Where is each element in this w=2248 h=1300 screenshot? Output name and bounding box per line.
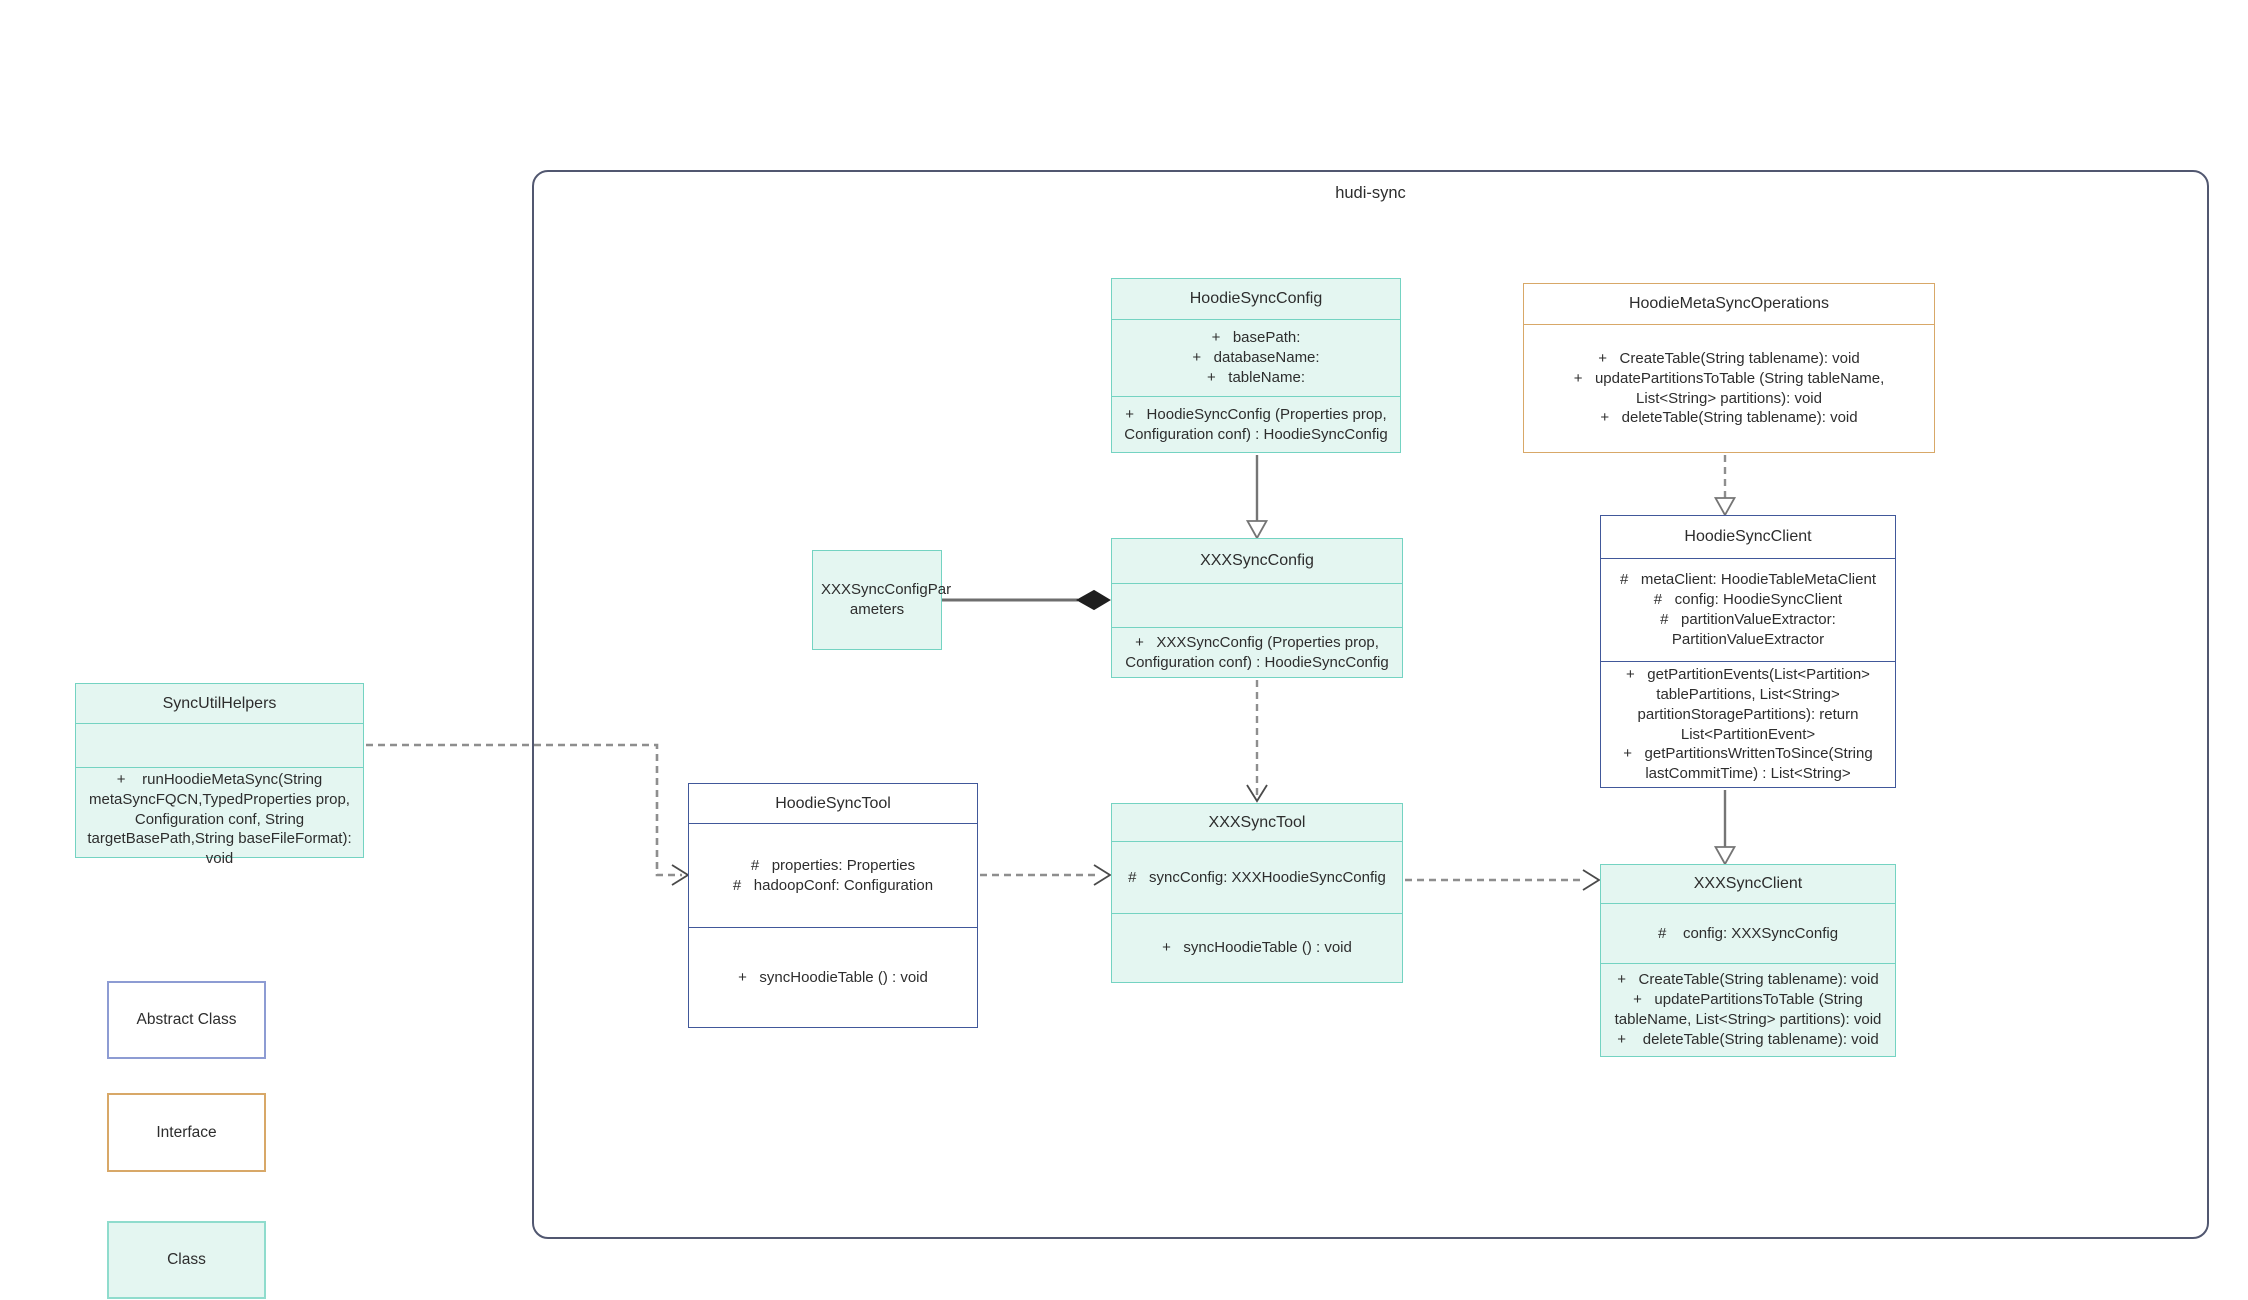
class-title: HoodieSyncClient: [1684, 528, 1812, 546]
interface-hoodie-meta-sync-operations: HoodieMetaSyncOperations + CreateTable(S…: [1523, 283, 1935, 453]
class-title: XXXSyncConfig: [1200, 552, 1314, 570]
class-xxx-sync-client: XXXSyncClient # config: XXXSyncConfig + …: [1600, 864, 1896, 1057]
uml-method: + getPartitionsWrittenToSince(String las…: [1623, 745, 1873, 783]
legend-label: Class: [167, 1251, 206, 1268]
uml-method: + deleteTable(String tablename): void: [1617, 1030, 1879, 1048]
uml-attribute: # hadoopConf: Configuration: [732, 876, 934, 894]
class-xxx-sync-config-parameters: XXXSyncConfigPar ameters: [812, 550, 952, 650]
legend-label: Interface: [156, 1123, 217, 1141]
methods-compartment: + XXXSyncConfig (Properties prop, Config…: [1112, 627, 1402, 677]
methods-compartment: + getPartitionEvents(List<Partition> tab…: [1601, 661, 1895, 787]
attributes-compartment: + basePath: + databaseName: + tableName:: [1112, 319, 1400, 396]
uml-attribute: # config: XXXSyncConfig: [1657, 924, 1839, 942]
attributes-compartment: # properties: Properties # hadoopConf: C…: [689, 823, 977, 927]
class-title: XXXSyncTool: [1208, 813, 1306, 831]
attributes-compartment: [76, 723, 363, 767]
class-title: XXXSyncConfigPar ameters: [813, 551, 952, 649]
methods-compartment: + HoodieSyncConfig (Properties prop, Con…: [1112, 396, 1400, 452]
class-hoodie-sync-config: HoodieSyncConfig + basePath: + databaseN…: [1111, 278, 1401, 453]
methods-compartment: + syncHoodieTable () : void: [1112, 913, 1402, 982]
legend-abstract-class: Abstract Class: [107, 981, 266, 1059]
class-hoodie-sync-client: HoodieSyncClient # metaClient: HoodieTab…: [1600, 515, 1896, 788]
uml-method: + deleteTable(String tablename): void: [1600, 409, 1858, 427]
attributes-compartment: # syncConfig: XXXHoodieSyncConfig: [1112, 841, 1402, 913]
uml-attribute: + tableName:: [1207, 368, 1305, 386]
class-xxx-sync-tool: XXXSyncTool # syncConfig: XXXHoodieSyncC…: [1111, 803, 1403, 983]
class-title: HoodieMetaSyncOperations: [1628, 295, 1830, 313]
uml-method: + syncHoodieTable () : void: [1162, 939, 1352, 957]
methods-compartment: + CreateTable(String tablename): void + …: [1524, 324, 1934, 452]
legend-label: Abstract Class: [136, 1011, 237, 1028]
class-xxx-sync-config: XXXSyncConfig + XXXSyncConfig (Propertie…: [1111, 538, 1403, 678]
uml-attribute: # properties: Properties: [750, 856, 916, 874]
class-title: HoodieSyncTool: [775, 794, 891, 812]
uml-attribute: + databaseName:: [1192, 349, 1320, 367]
uml-attribute: # syncConfig: XXXHoodieSyncConfig: [1128, 868, 1386, 886]
class-hoodie-sync-tool: HoodieSyncTool # properties: Properties …: [688, 783, 978, 1028]
container-label: hudi-sync: [1335, 184, 1406, 202]
uml-method: + XXXSyncConfig (Properties prop, Config…: [1125, 633, 1389, 671]
uml-method: + runHoodieMetaSync(String metaSyncFQCN,…: [87, 771, 352, 868]
uml-attribute: # partitionValueExtractor: PartitionValu…: [1660, 611, 1836, 648]
methods-compartment: + syncHoodieTable () : void: [689, 927, 977, 1027]
uml-attribute: + basePath:: [1211, 329, 1301, 347]
class-sync-util-helpers: SyncUtilHelpers + runHoodieMetaSync(Stri…: [75, 683, 364, 867]
uml-method: + CreateTable(String tablename): void: [1598, 349, 1860, 367]
class-title: SyncUtilHelpers: [162, 694, 277, 712]
methods-compartment: + CreateTable(String tablename): void + …: [1601, 963, 1895, 1056]
attributes-compartment: # config: XXXSyncConfig: [1601, 903, 1895, 963]
uml-method: + updatePartitionsToTable (String tableN…: [1614, 991, 1882, 1028]
class-title-line: XXXSyncConfigPar: [821, 581, 952, 599]
class-title: HoodieSyncConfig: [1189, 290, 1323, 308]
legend-class: Class: [107, 1221, 266, 1299]
methods-compartment: + runHoodieMetaSync(String metaSyncFQCN,…: [76, 767, 363, 871]
attributes-compartment: [1112, 583, 1402, 627]
legend-interface: Interface: [107, 1093, 266, 1172]
uml-method: + HoodieSyncConfig (Properties prop, Con…: [1124, 405, 1388, 443]
uml-attribute: # config: HoodieSyncClient: [1653, 591, 1843, 609]
uml-method: + syncHoodieTable () : void: [738, 968, 928, 986]
attributes-compartment: # metaClient: HoodieTableMetaClient # co…: [1601, 558, 1895, 661]
hudi-sync-container: hudi-sync: [532, 170, 2209, 1239]
uml-attribute: # metaClient: HoodieTableMetaClient: [1620, 571, 1876, 589]
class-title-line: ameters: [849, 601, 905, 618]
uml-method: + CreateTable(String tablename): void: [1617, 971, 1879, 989]
class-title: XXXSyncClient: [1693, 875, 1803, 893]
uml-method: + getPartitionEvents(List<Partition> tab…: [1626, 666, 1870, 743]
uml-method: + updatePartitionsToTable (String tableN…: [1573, 369, 1885, 407]
